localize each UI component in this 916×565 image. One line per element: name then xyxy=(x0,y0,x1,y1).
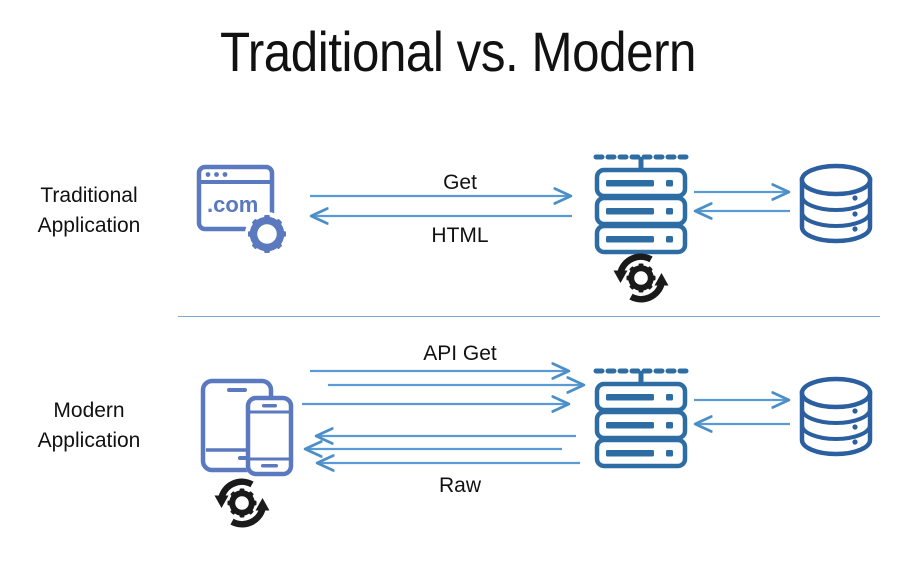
server-rack-icon-modern xyxy=(593,368,689,469)
row-label-modern: Modern Application xyxy=(0,396,178,456)
browser-gear-icon xyxy=(248,215,286,253)
tablet-and-phone-icon xyxy=(200,378,294,477)
row-label-traditional-line1: Traditional xyxy=(40,184,138,207)
row-label-modern-line2: Application xyxy=(37,429,141,452)
database-cylinder-icon-modern xyxy=(799,376,873,457)
row-label-modern-line1: Modern xyxy=(53,399,125,422)
gear-refresh-icon-traditional xyxy=(613,253,669,303)
row-label-traditional-line2: Application xyxy=(37,214,141,237)
server-rack-icon-traditional xyxy=(593,154,689,255)
row-divider xyxy=(178,316,880,317)
browser-dot-com-text: .com xyxy=(207,192,258,217)
flow-label-html: HTML xyxy=(431,224,489,247)
database-cylinder-icon-traditional xyxy=(799,163,873,244)
browser-window-icon: .com xyxy=(196,164,289,256)
modern-response-arrows xyxy=(306,436,580,463)
gear-refresh-icon-modern xyxy=(214,478,270,528)
modern-request-arrows xyxy=(302,371,583,404)
page-title: Traditional vs. Modern xyxy=(219,20,697,83)
flow-label-api-get: API Get xyxy=(423,342,497,365)
flow-label-raw: Raw xyxy=(438,474,481,497)
flow-label-get: Get xyxy=(443,171,477,194)
row-label-traditional: Traditional Application xyxy=(0,181,178,241)
